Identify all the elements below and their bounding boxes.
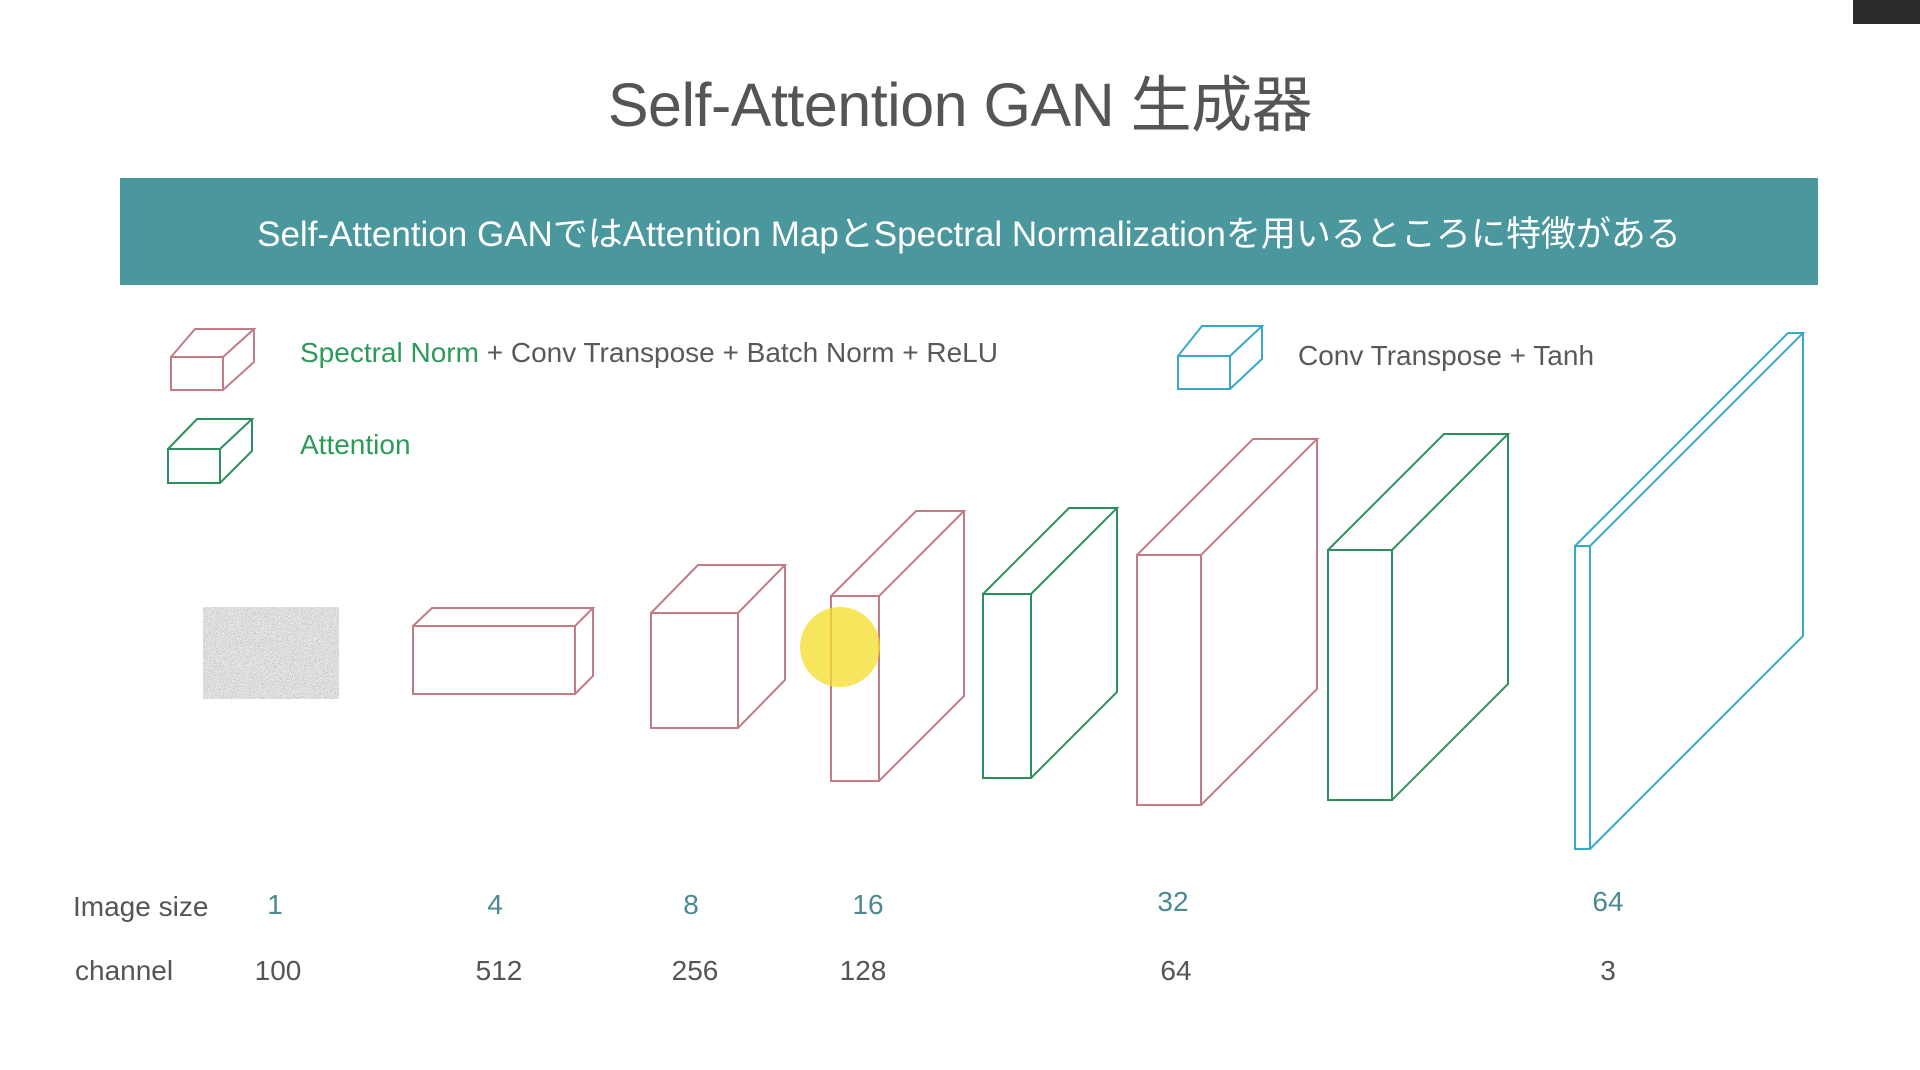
conv-block-3 [830, 510, 967, 782]
channel-value: 64 [1160, 955, 1192, 986]
image-size-value: 1 [267, 889, 283, 920]
image-size-value: 8 [683, 889, 699, 920]
legend-conv-block-icon [170, 328, 257, 391]
channel-value: 3 [1600, 955, 1616, 986]
image-size-label: Image size [73, 891, 209, 922]
attention-block-1 [982, 507, 1120, 779]
noise-input-image [203, 607, 339, 699]
legend-conv-block-label: Spectral Norm + Conv Transpose + Batch N… [300, 337, 998, 369]
cursor-highlight [800, 607, 880, 687]
conv-block-4 [1136, 438, 1320, 806]
channel-value: 128 [839, 955, 887, 986]
image-size-value: 16 [852, 889, 884, 920]
legend-spectral-norm-text: Spectral Norm [300, 337, 479, 368]
channel-value: 512 [475, 955, 523, 986]
output-block [1574, 332, 1806, 850]
legend-output-label: Conv Transpose + Tanh [1298, 340, 1595, 371]
channel-value: 100 [254, 955, 302, 986]
image-size-value: 64 [1592, 886, 1624, 917]
legend-attention-label: Attention [300, 429, 411, 460]
summary-banner: Self-Attention GANではAttention MapとSpectr… [120, 178, 1818, 285]
legend-conv-rest-text: + Conv Transpose + Batch Norm + ReLU [478, 337, 998, 368]
image-size-value: 32 [1157, 886, 1189, 917]
channel-value: 256 [671, 955, 719, 986]
image-size-value: 4 [487, 889, 503, 920]
conv-block-2 [650, 564, 788, 729]
channel-label: channel [75, 955, 174, 986]
banner-text: Self-Attention GANではAttention MapとSpectr… [257, 215, 1681, 254]
legend-attention-icon [167, 418, 255, 484]
page-title: Self-Attention GAN 生成器 [607, 71, 1313, 139]
corner-overlay [1853, 0, 1920, 24]
attention-block-2 [1327, 433, 1511, 801]
legend-output-icon [1177, 325, 1265, 390]
conv-block-1 [412, 607, 596, 695]
